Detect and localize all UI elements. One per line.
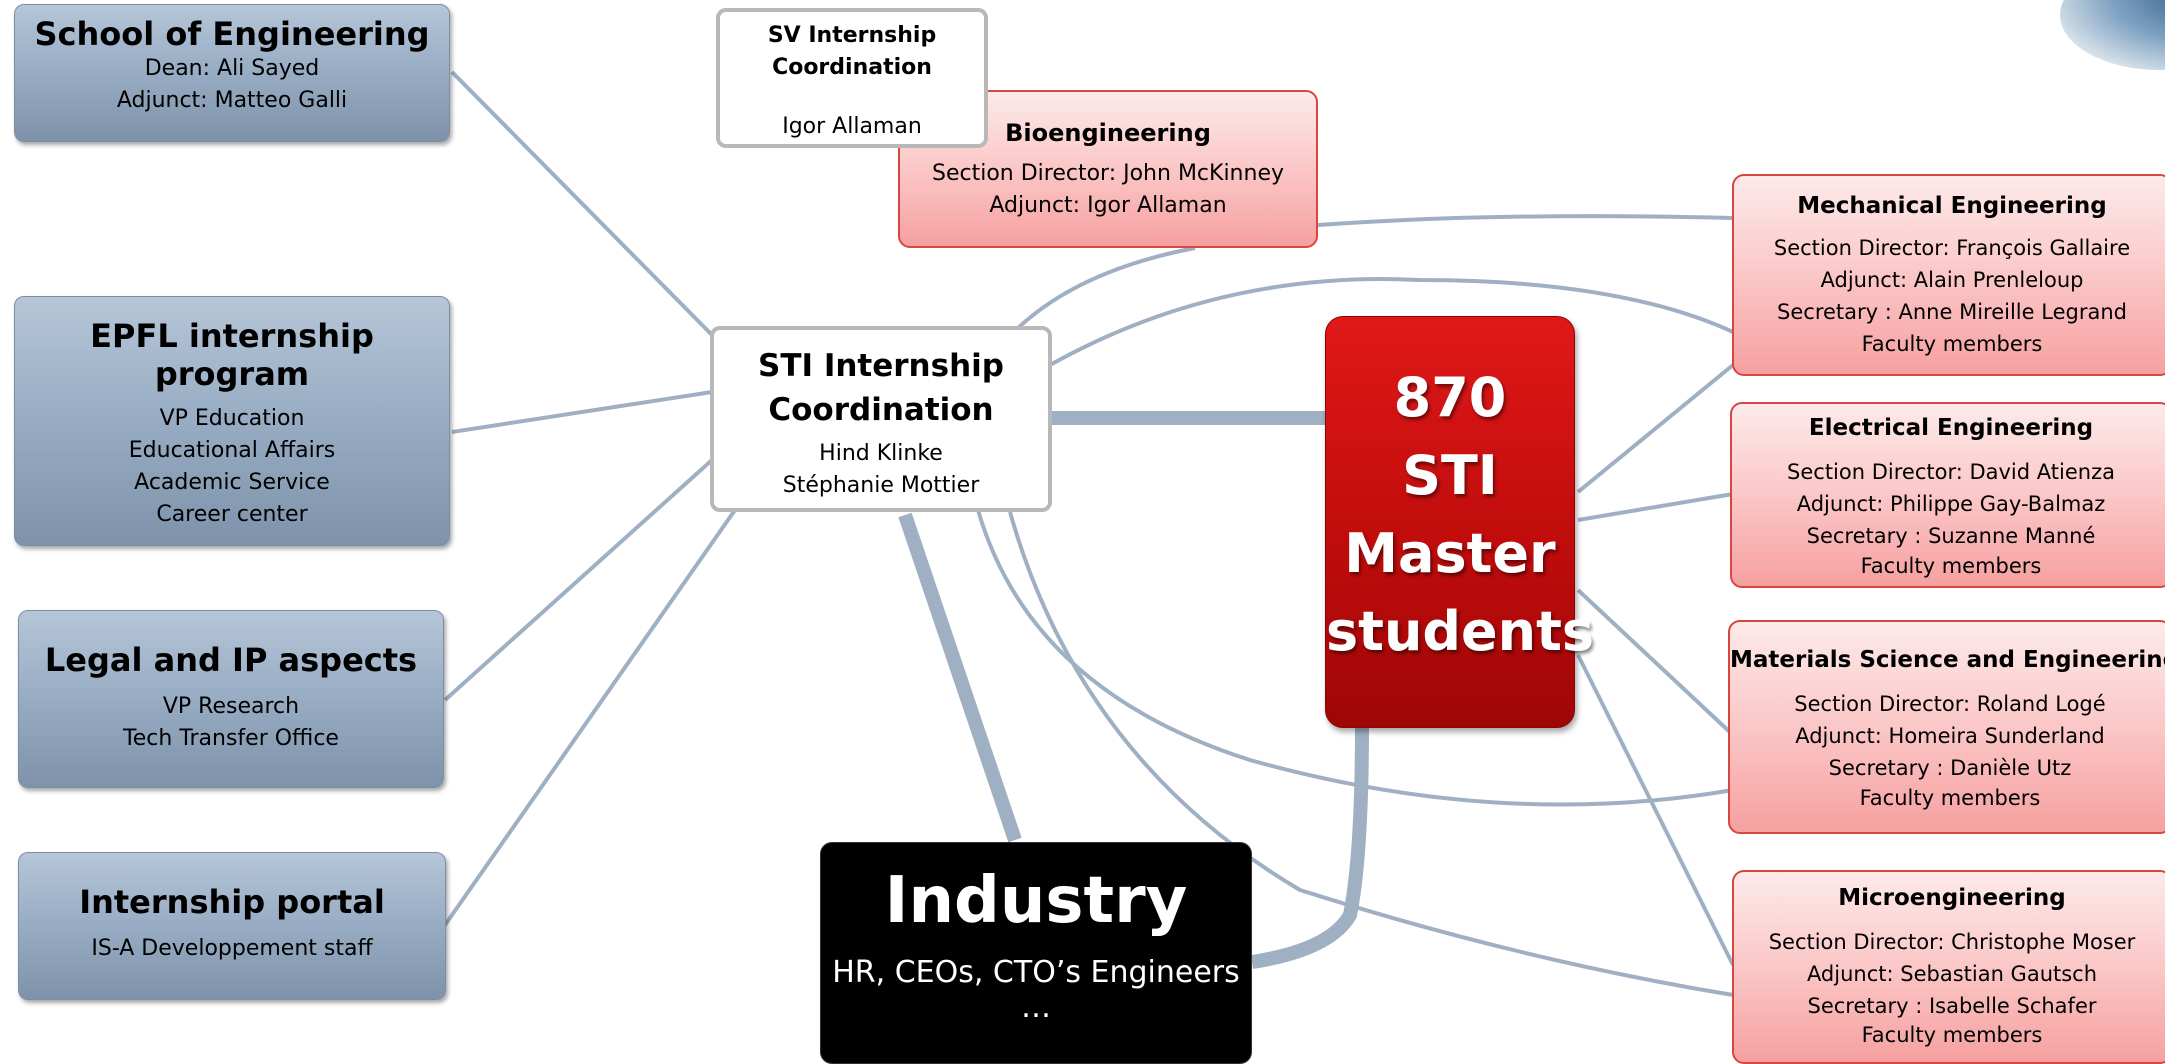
mech-line-1: Section Director: François Gallaire [1773,236,2131,260]
industry-box: Industry HR, CEOs, CTO’s Engineers … [820,842,1252,1064]
mat-title: Materials Science and Engineering [1730,647,2165,673]
elec-line-1: Section Director: David Atienza [1787,460,2115,484]
students-line-2: STI [1402,444,1498,507]
elec-line-3: Secretary : Suzanne Manné [1806,524,2096,548]
sti-title-line-1: STI Internship [758,348,1004,384]
bioengineering-box: Bioengineering Section Director: John Mc… [898,90,1318,248]
internship-portal-box: Internship portal IS-A Developpement sta… [18,852,446,1000]
electrical-engineering-box: Electrical Engineering Section Director:… [1730,402,2165,588]
mechanical-engineering-box: Mechanical Engineering Section Director:… [1732,174,2165,376]
school-of-engineering-box: School of Engineering Dean: Ali Sayed Ad… [14,4,450,142]
students-count: 870 [1393,366,1507,429]
epfl-title: EPFL internship program [90,317,374,393]
mech-line-4: Faculty members [1861,332,2043,356]
bio-line-2: Adjunct: Igor Allaman [989,193,1227,218]
sti-internship-coordination-box: STI Internship Coordination Hind Klinke … [710,326,1052,512]
epfl-internship-program-box: EPFL internship program VP Education Edu… [14,296,450,546]
elec-title: Electrical Engineering [1808,415,2094,441]
microengineering-box: Microengineering Section Director: Chris… [1732,870,2165,1064]
epfl-line-3: Academic Service [134,470,330,495]
sti-person-2: Stéphanie Mottier [782,473,980,498]
sti-master-students-box: 870 STI Master students [1325,316,1595,728]
micro-title: Microengineering [1838,885,2066,911]
industry-line: HR, CEOs, CTO’s Engineers [832,955,1240,990]
school-dean: Dean: Ali Sayed [144,56,320,81]
legal-line-2: Tech Transfer Office [123,726,339,751]
mat-line-3: Secretary : Danièle Utz [1828,756,2072,780]
epfl-line-4: Career center [156,502,308,527]
sv-person: Igor Allaman [782,114,922,139]
bio-title: Bioengineering [1005,119,1211,147]
school-title: School of Engineering [34,15,430,53]
elec-line-2: Adjunct: Philippe Gay-Balmaz [1796,492,2106,516]
industry-title: Industry [884,864,1188,938]
legal-title: Legal and IP aspects [44,641,418,679]
micro-line-4: Faculty members [1861,1023,2043,1047]
epfl-line-1: VP Education [159,406,305,431]
sv-internship-coordination-box: SV Internship Coordination Igor Allaman [716,8,988,148]
bio-line-1: Section Director: John McKinney [931,161,1284,186]
school-adjunct: Adjunct: Matteo Galli [116,88,348,113]
micro-line-3: Secretary : Isabelle Schafer [1807,994,2097,1018]
sti-title-line-2: Coordination [768,392,994,428]
micro-line-1: Section Director: Christophe Moser [1768,930,2136,954]
portal-title: Internship portal [79,883,385,921]
portal-line-1: IS-A Developpement staff [91,936,373,961]
sv-title-line-1: SV Internship [767,23,937,48]
epfl-line-2: Educational Affairs [128,438,336,463]
mat-line-2: Adjunct: Homeira Sunderland [1795,724,2105,748]
elec-line-4: Faculty members [1860,554,2042,578]
mat-line-1: Section Director: Roland Logé [1794,692,2106,716]
students-line-4: students [1326,600,1595,663]
sv-title-line-2: Coordination [772,55,932,80]
legal-ip-aspects-box: Legal and IP aspects VP Research Tech Tr… [18,610,444,788]
mech-title: Mechanical Engineering [1797,193,2107,219]
micro-line-2: Adjunct: Sebastian Gautsch [1806,962,2098,986]
mech-line-2: Adjunct: Alain Prenleloup [1820,268,2084,292]
students-line-3: Master [1344,522,1556,585]
legal-line-1: VP Research [162,694,300,719]
industry-ellipsis: … [1021,990,1051,1025]
mat-line-4: Faculty members [1859,786,2041,810]
sti-person-1: Hind Klinke [819,441,943,466]
mech-line-3: Secretary : Anne Mireille Legrand [1777,300,2127,324]
materials-science-engineering-box: Materials Science and Engineering Sectio… [1728,620,2165,834]
